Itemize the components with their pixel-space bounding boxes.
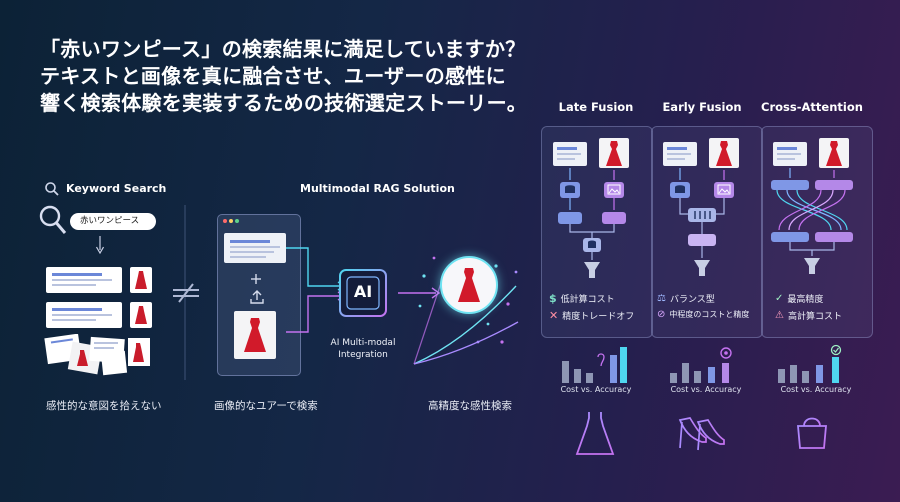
column-title-early-fusion: Early Fusion: [662, 100, 742, 114]
early-fusion-feature-balance: ⚖ バランス型: [657, 293, 715, 305]
headline-line-2: テキストと画像を真に融合させ、ユーザーの感性に: [40, 64, 506, 88]
section-divider: [183, 205, 187, 384]
late-fusion-feature-cost: $ 低計算コスト: [549, 292, 615, 305]
text-query-card: [224, 233, 286, 263]
result-dress-circle: [440, 256, 498, 314]
handbag-icon: [792, 412, 832, 456]
upload-icon: [249, 289, 265, 309]
late-fusion-feature-tradeoff: ✕ 精度トレードオフ: [549, 309, 635, 322]
magnifier-large-icon: [38, 204, 68, 240]
early-fusion-feature-moderate: ⊘ 中程度のコストと精度: [657, 309, 750, 320]
heels-icon: [676, 414, 730, 456]
magnifier-small-icon: [44, 181, 60, 201]
cross-attention-feature-cost: ⚠ 高計算コスト: [775, 310, 842, 322]
scale-icon: ⚖: [657, 293, 666, 304]
ai-chip-label: AI: [353, 282, 373, 301]
multimodal-title: Multimodal RAG Solution: [300, 182, 455, 195]
arrow-down-icon: [95, 236, 105, 258]
late-fusion-diagram: [541, 126, 651, 290]
ai-chip-icon: [330, 260, 396, 330]
multimodal-caption-right: 高精度な感性検索: [428, 400, 512, 412]
search-input[interactable]: 赤いワンピース: [70, 213, 156, 230]
plus-icon: [250, 270, 262, 289]
early-fusion-diagram: [651, 126, 761, 290]
integration-label-1: AI Multi-modal: [330, 338, 396, 348]
dress-thumbnail: [130, 302, 152, 328]
late-fusion-chart-caption: Cost vs. Accuracy: [560, 385, 632, 394]
cross-icon: ✕: [549, 309, 559, 322]
headline-line-1: 「赤いワンピース」の検索結果に満足していますか？: [40, 37, 526, 61]
cost-accuracy-bars-icon: [776, 343, 846, 387]
check-circle-icon: ✓: [775, 293, 784, 304]
cost-accuracy-bars-icon: [560, 343, 630, 387]
cost-accuracy-bars-icon: [668, 343, 738, 387]
image-query-card: [234, 311, 276, 359]
result-card: [46, 302, 122, 328]
column-title-cross-attention: Cross-Attention: [761, 100, 863, 114]
column-title-late-fusion: Late Fusion: [558, 100, 634, 114]
integration-label-2: Integration: [338, 350, 388, 360]
cross-attention-diagram: [761, 126, 871, 290]
warning-icon: ⚠: [775, 310, 784, 321]
keyword-search-title: Keyword Search: [66, 182, 167, 195]
growth-lines-icon: [404, 246, 524, 374]
cross-attention-chart-caption: Cost vs. Accuracy: [780, 385, 852, 394]
multimodal-caption-left: 画像的なユアーで検索: [214, 400, 318, 412]
not-equal-icon: [169, 282, 203, 308]
keyword-search-caption: 感性的な意図を拾えない: [46, 400, 162, 412]
headline: 「赤いワンピース」の検索結果に満足していますか？ テキストと画像を真に融合させ、…: [40, 36, 560, 117]
slash-circle-icon: ⊘: [657, 309, 666, 320]
headline-line-3: 響く検索体験を実装するための技術選定ストーリー。: [40, 91, 527, 115]
cross-attention-feature-accuracy: ✓ 最高精度: [775, 293, 824, 305]
early-fusion-chart-caption: Cost vs. Accuracy: [670, 385, 742, 394]
scattered-results-icon: [42, 333, 154, 382]
dress-thumbnail: [130, 267, 152, 293]
dress-icon: [575, 410, 615, 460]
result-card: [46, 267, 122, 293]
arrow-right-icon: [398, 285, 442, 304]
dollar-icon: $: [549, 292, 557, 305]
